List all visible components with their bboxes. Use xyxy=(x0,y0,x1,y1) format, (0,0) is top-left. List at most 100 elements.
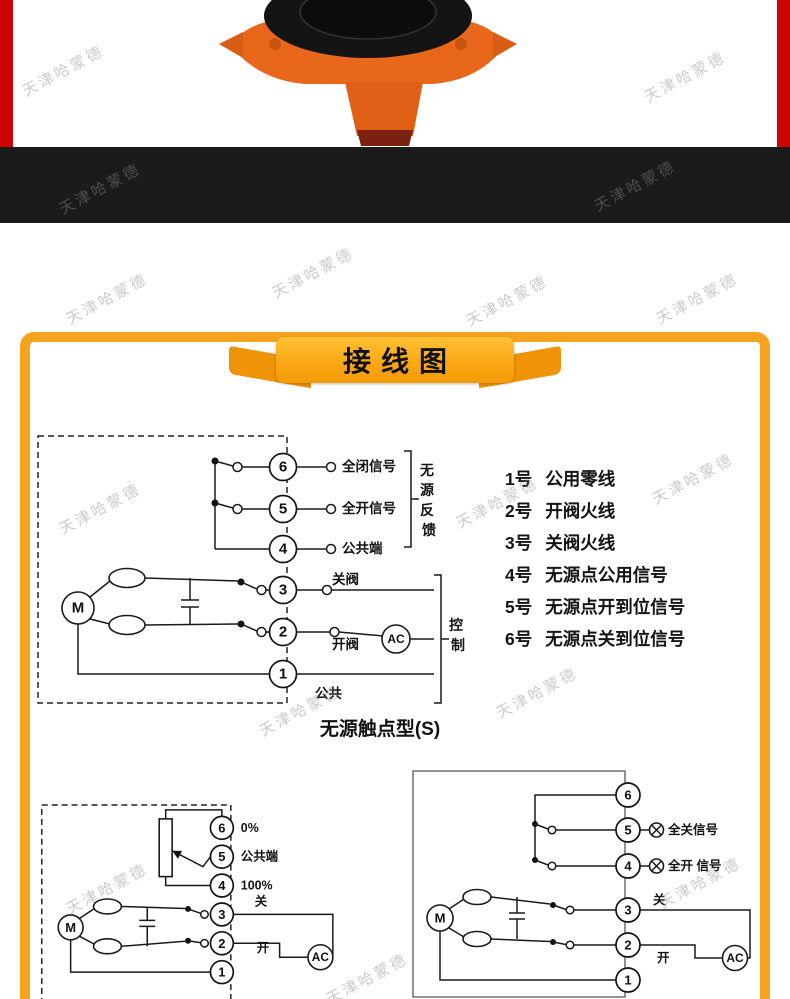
terminal-4: 4 xyxy=(615,853,641,879)
terminal-circle xyxy=(615,932,641,958)
lamp-open-signal xyxy=(648,858,665,874)
terminal-circle xyxy=(615,967,641,993)
contact-point xyxy=(547,825,557,835)
wire xyxy=(121,940,186,948)
label-common-terminal: 公共端 xyxy=(241,849,279,864)
switch-arm xyxy=(552,941,567,946)
terminal-circle xyxy=(209,873,235,898)
actuator-stem xyxy=(345,82,423,136)
legend-text: 无源点开到位信号 xyxy=(545,597,686,617)
switch-arm xyxy=(214,502,234,509)
ac-circle xyxy=(307,943,334,971)
winding-coil-bottom xyxy=(92,937,123,955)
contact-point xyxy=(232,503,243,515)
winding-coil-bottom xyxy=(108,614,146,636)
ac-source-symbol: AC xyxy=(307,943,334,971)
wire xyxy=(338,631,384,637)
wire xyxy=(640,909,751,959)
main-wiring-diagram: M xyxy=(37,435,467,704)
potentiometer-wiper xyxy=(171,850,212,868)
wire xyxy=(233,942,308,958)
terminal-number: 3 xyxy=(218,907,225,922)
terminal-number: 2 xyxy=(218,936,225,951)
legend-num: 2号 xyxy=(505,501,533,521)
ac-circle xyxy=(381,624,411,654)
contact-point xyxy=(565,940,575,950)
capacitor-symbol xyxy=(181,578,199,625)
terminal-2: 2 xyxy=(615,932,641,958)
switch-arm xyxy=(214,460,234,467)
wire xyxy=(233,913,334,958)
terminal-5: 5 xyxy=(615,817,641,843)
legend-text: 无源点关到位信号 xyxy=(545,629,686,649)
terminal-circle xyxy=(209,930,235,956)
terminal-circle xyxy=(268,575,298,605)
terminal-5: 5 xyxy=(209,844,235,869)
switch-arm xyxy=(534,823,549,830)
capacitor-symbol xyxy=(139,906,156,947)
contact-point xyxy=(547,861,557,871)
terminal-number: 6 xyxy=(279,459,287,476)
lamp-feedback-diagram: 全关信号 全开 信号 M xyxy=(412,770,751,998)
wire xyxy=(79,935,95,945)
terminal-circle xyxy=(615,897,641,923)
contact-point xyxy=(321,584,333,596)
motor-label: M xyxy=(435,911,446,926)
terminal-circle xyxy=(209,959,235,985)
legend-item: 3号 关阀火线 xyxy=(505,530,685,555)
terminal-2: 2 xyxy=(268,617,298,647)
capacitor-symbol xyxy=(509,897,525,939)
switch-arm xyxy=(187,908,202,915)
red-edge-right xyxy=(777,0,790,147)
contact-point xyxy=(232,461,243,473)
wire xyxy=(640,944,723,959)
label-close: 关 xyxy=(255,893,268,908)
wire xyxy=(144,623,239,626)
terminal-legend: 1号 公用零线 2号 开阀火线 3号 关阀火线 4号 无源点公用信号 5号 无源… xyxy=(505,466,685,651)
terminal-3: 3 xyxy=(268,575,298,605)
terminal-3: 3 xyxy=(615,897,641,923)
contact-point xyxy=(256,584,267,596)
terminal-4: 4 xyxy=(268,534,298,564)
product-photo xyxy=(219,0,517,146)
legend-num: 5号 xyxy=(505,597,533,617)
lamp-closed-signal xyxy=(648,822,665,838)
terminal-circle xyxy=(268,452,298,482)
terminal-1: 1 xyxy=(615,967,641,993)
wire xyxy=(490,896,551,905)
label-closed-signal: 全关信号 xyxy=(667,822,718,837)
legend-text: 开阀火线 xyxy=(545,501,616,521)
actuator-bolt-left xyxy=(269,38,281,50)
terminal-circle xyxy=(209,815,235,841)
wire xyxy=(439,931,616,981)
terminal-number: 3 xyxy=(279,582,287,599)
enclosure xyxy=(412,770,626,998)
watermark: 天津哈蒙德 xyxy=(463,272,552,331)
ac-label: AC xyxy=(726,951,744,965)
winding-coil-top xyxy=(108,567,146,589)
label-common: 公共 xyxy=(315,685,342,701)
terminal-number: 5 xyxy=(218,849,225,864)
wire xyxy=(77,624,270,675)
wire xyxy=(164,876,211,887)
terminal-6: 6 xyxy=(268,452,298,482)
label-open-signal: 全开 信号 xyxy=(667,858,721,873)
legend-text: 关阀火线 xyxy=(545,533,616,553)
wire xyxy=(534,794,616,860)
terminal-1: 1 xyxy=(268,659,298,689)
motor-symbol: M xyxy=(61,591,95,625)
label-open: 开 xyxy=(257,941,270,955)
legend-text: 无源点公用信号 xyxy=(545,565,668,585)
contact-point xyxy=(199,938,210,948)
product-photo-area xyxy=(0,0,790,147)
ac-source-symbol: AC xyxy=(721,944,749,972)
contact-point xyxy=(325,543,337,555)
banner-title-plate: 接线图 xyxy=(276,337,514,383)
terminal-number: 2 xyxy=(624,938,631,953)
wire xyxy=(121,905,186,910)
diagram-caption: 无源触点型(S) xyxy=(319,719,441,740)
dashed-enclosure xyxy=(37,435,288,704)
wire xyxy=(448,927,465,938)
potentiometer-diagram: M AC 0% 公共端 100% 关 开 xyxy=(41,804,334,999)
control-bracket-label: 控 制 xyxy=(449,617,467,653)
